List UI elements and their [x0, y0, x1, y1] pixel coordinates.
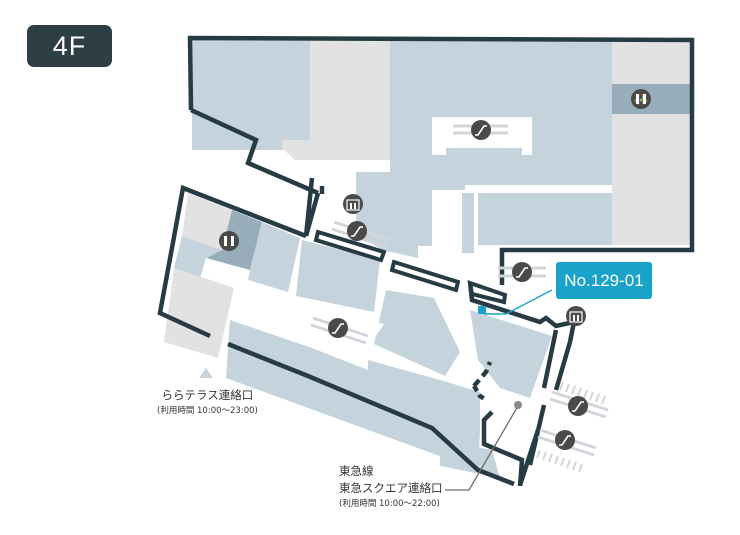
north-block	[192, 40, 690, 258]
tokyu-leader-line	[445, 405, 519, 491]
tokyu-square-entrance-label: 東急線 東急スクエア連絡口 (利用時間 10:00～22:00)	[339, 463, 443, 511]
shop-w-3[interactable]	[296, 240, 380, 312]
entrance-name: 東急スクエア連絡口	[339, 481, 443, 495]
elevator-icon	[566, 306, 586, 326]
shop-service-north	[282, 40, 390, 160]
west-block	[164, 193, 552, 478]
bar-walls	[313, 229, 508, 305]
escalator-teeth	[536, 381, 606, 473]
service-west-1	[182, 193, 232, 250]
shop-nw[interactable]	[192, 40, 310, 150]
shop-center[interactable]	[374, 290, 460, 376]
service-east-strip	[612, 40, 690, 245]
restroom-icon: 👫	[631, 89, 651, 109]
lala-terrace-entrance-label: ららテラス連絡口 (利用時間 10:00～23:00)	[157, 387, 258, 418]
shop-location-marker[interactable]	[478, 306, 486, 314]
shop-leader-line	[484, 289, 553, 315]
shop-w-2[interactable]	[174, 236, 222, 278]
walls	[157, 35, 695, 487]
restroom-icon	[219, 231, 239, 251]
entrance-hours: (利用時間 10:00～22:00)	[339, 499, 440, 509]
entrance-line: 東急線	[339, 464, 374, 478]
service-west-2	[164, 268, 234, 358]
entrance-hours: (利用時間 10:00～23:00)	[157, 406, 258, 416]
shop-se-1[interactable]	[470, 310, 552, 398]
escalator-icon	[328, 120, 588, 450]
shop-ne[interactable]	[478, 193, 612, 245]
exit-marker-lala-terrace[interactable]	[199, 368, 213, 378]
elevator-icon	[343, 194, 363, 214]
entrance-name: ららテラス連絡口	[161, 388, 254, 402]
tokyu-entrance-marker[interactable]	[514, 401, 522, 409]
shop-center-north[interactable]	[356, 172, 465, 258]
shop-w-1[interactable]	[248, 222, 300, 292]
shop-number-label[interactable]: No.129-01	[556, 262, 652, 299]
floor-badge: 4F	[27, 25, 112, 67]
